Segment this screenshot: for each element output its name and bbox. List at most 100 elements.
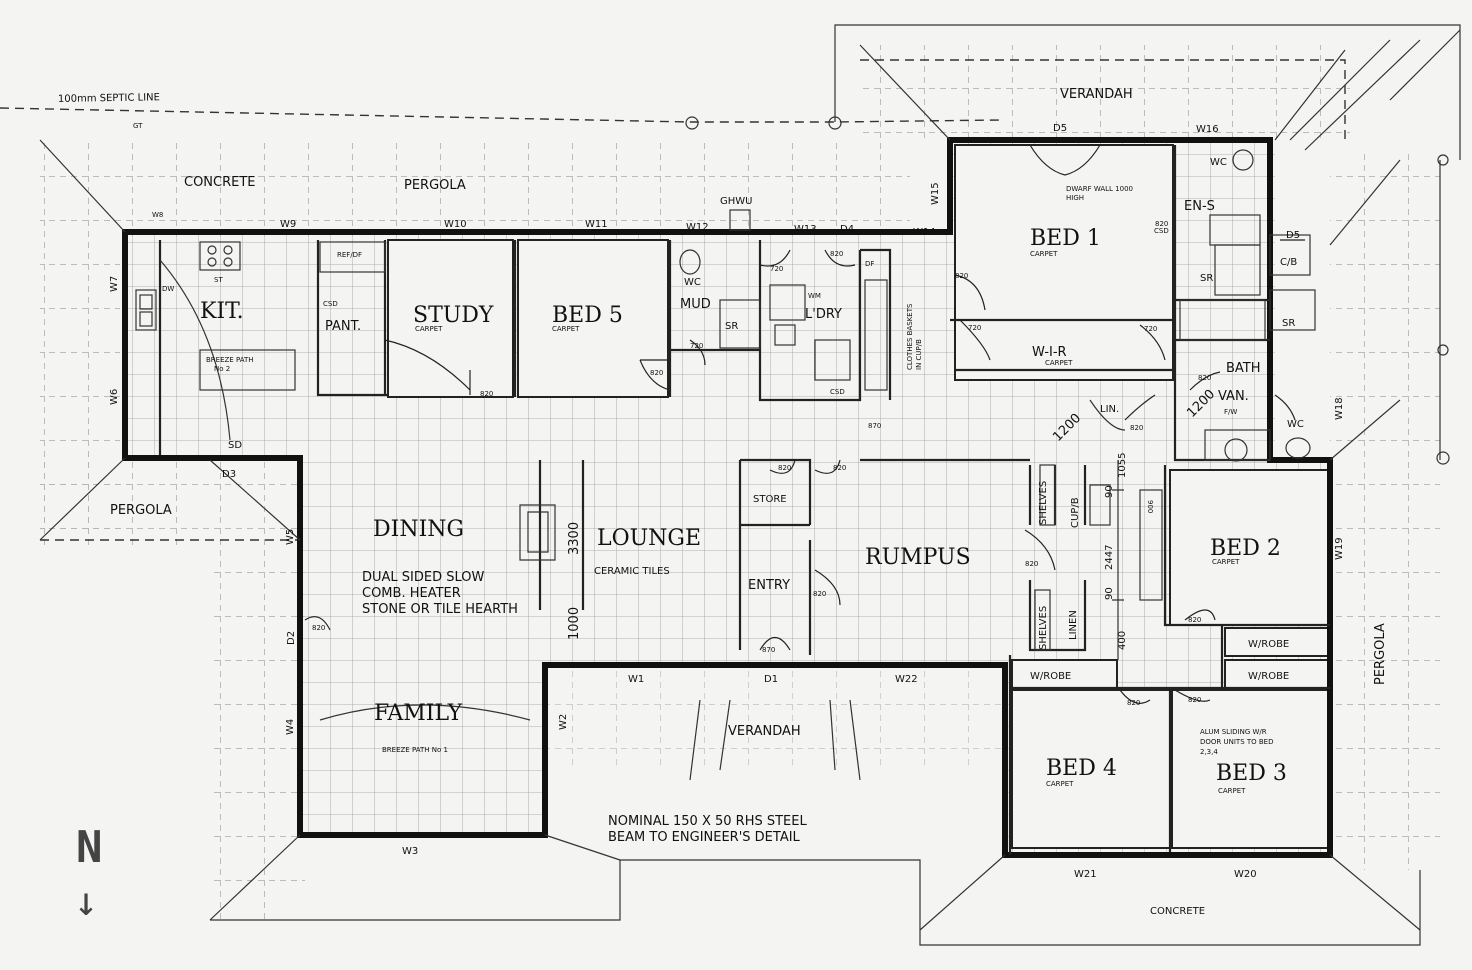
room-dining: DINING [373,517,464,542]
verandah-top-label: VERANDAH [1060,87,1133,102]
window-w7: W7 [109,276,120,292]
door-labels: D1 D2 D3 D4 D5 D5 [222,123,1300,685]
door-size-store: 820 [778,464,791,472]
room-laundry: L'DRY [805,307,842,322]
concrete-top-label: CONCRETE [184,175,256,190]
window-labels: W1 W2 W3 W4 W5 W6 W7 W8 W9 W10 W11 W12 W… [109,124,1345,880]
door-size-shelves: 820 [1025,560,1038,568]
csd-note-ensuite: CSD [1154,227,1169,235]
window-w1: W1 [628,674,644,685]
door-d4: D4 [840,224,854,235]
window-w4: W4 [285,719,296,735]
north-arrow-icon: ↓ [74,879,98,925]
door-size-rumpus: 820 [833,464,846,472]
room-wc-bath: WC [1287,419,1304,430]
breeze-path-2-line2: No 2 [214,365,230,373]
room-bed3: BED 3 [1216,761,1287,786]
room-wir: W-I-R [1032,345,1067,360]
dim-1055: 1055 [1117,453,1128,478]
room-wrobe-bed4: W/ROBE [1030,671,1071,682]
carpet-note-bed2: CARPET [1212,558,1240,566]
door-size-bed5: 820 [650,369,663,377]
door-size-bed3: 820 [1188,696,1201,704]
room-bath: BATH [1226,361,1261,376]
verandah-bottom-label: VERANDAH [728,724,801,739]
outdoor-areas [40,45,1440,920]
stove-note: ST [214,276,223,284]
breeze-path-2-line1: BREEZE PATH [206,356,254,364]
heater-note-1: DUAL SIDED SLOW [362,570,485,585]
carpet-note-bed4: CARPET [1046,780,1074,788]
pergola-top-label: PERGOLA [404,178,466,193]
fw-note: F/W [1224,408,1237,416]
carpet-note-study: CARPET [415,325,443,333]
room-rumpus: RUMPUS [865,545,971,570]
window-w22: W22 [895,674,918,685]
window-w15: W15 [930,182,941,205]
door-size-entry: 820 [813,590,826,598]
door-size-laundry: 720 [770,265,783,273]
window-w19: W19 [1334,537,1345,560]
door-d3: D3 [222,469,236,480]
heater-note-2: COMB. HEATER [362,586,461,601]
window-w2: W2 [558,714,569,730]
internal-walls [158,145,1330,855]
door-size-mud: 720 [690,342,703,350]
room-mud: MUD [680,297,711,312]
door-swings [159,144,1305,781]
window-w10: W10 [444,219,467,230]
dim-90-b: 90 [1104,587,1115,600]
room-kitchen: KIT. [200,299,244,324]
door-d5: D5 [1053,123,1067,134]
tiles-note: CERAMIC TILES [594,566,670,577]
window-w6: W6 [109,389,120,405]
carpet-rooms [387,144,1329,849]
csd-note-pantry: CSD [323,300,338,308]
door-size-d2: 820 [312,624,325,632]
heater-note-3: STONE OR TILE HEARTH [362,602,518,617]
window-w12: W12 [686,222,709,233]
door-size-bed1: 820 [955,272,968,280]
window-w14: W14 [913,227,936,238]
door-d2: D2 [286,631,297,645]
pergola-left-label: PERGOLA [110,503,172,518]
dim-900-cupboard: 900 [1146,500,1154,513]
room-linen: LINEN [1068,610,1079,640]
room-bed5: BED 5 [552,303,623,328]
window-w9: W9 [280,219,296,230]
sliding-note-2: DOOR UNITS TO BED [1200,738,1274,746]
dim-1000: 1000 [567,607,582,640]
outdoor-labels: 100mm SEPTIC LINE CONCRETE PERGOLA VERAN… [58,87,1388,917]
door-size-ensuite: 820 [1155,220,1168,228]
room-labels: KIT. PANT. STUDY BED 5 MUD L'DRY BED 1 E… [200,157,1304,786]
window-w11: W11 [585,219,608,230]
door-size-front: 870 [762,646,775,654]
carpet-note-bed1: CARPET [1030,250,1058,258]
site-boundaries [0,24,1461,946]
door-size-bed4: 820 [1127,699,1140,707]
beam-note-2: BEAM TO ENGINEER'S DETAIL [608,830,801,845]
room-wc-mud: WC [684,277,701,288]
gt-label: GT [133,122,143,130]
pergola-bracing [39,44,1421,931]
north-label: N [76,822,103,873]
room-shelves-2: SHELVES [1038,606,1049,650]
room-sr-mud: SR [725,321,738,332]
window-w3: W3 [402,846,418,857]
washing-machine-note: WM [808,292,821,300]
carpet-notes: CARPET CARPET CARPET CARPET CARPET CARPE… [415,250,1246,795]
dim-3300: 3300 [567,522,582,555]
room-sr-bath: SR [1282,318,1295,329]
room-cupb: CUP/B [1070,497,1081,528]
dim-400: 400 [1117,631,1128,650]
room-cb: C/B [1280,257,1297,268]
pergola-right-label: PERGOLA [1373,623,1388,685]
room-pantry: PANT. [325,319,361,334]
sd-note: SD [228,440,242,451]
beam-note-1: NOMINAL 150 X 50 RHS STEEL [608,814,807,829]
door-size-bath: 820 [1198,374,1211,382]
carpet-note-bed3: CARPET [1218,787,1246,795]
room-shelves-1: SHELVES [1038,481,1049,525]
room-lin: LIN. [1100,404,1119,415]
window-w21: W21 [1074,869,1097,880]
